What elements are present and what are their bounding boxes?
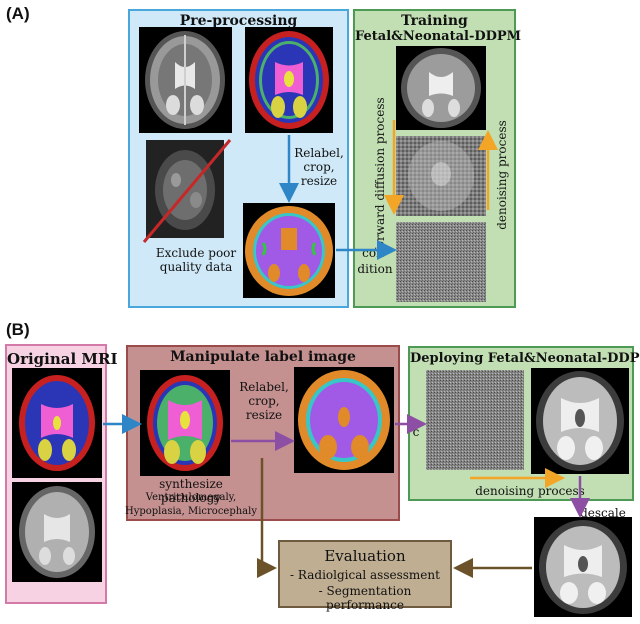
relabeled-pathology-graphic	[298, 370, 390, 470]
manipulate-relabel-line3: resize	[245, 408, 283, 422]
original-mri-image	[12, 482, 102, 582]
evaluation-box: Evaluation - Radiolgical assessment - Se…	[278, 540, 452, 612]
panel-b-label: (B)	[6, 320, 30, 339]
relabel-label-line3: resize	[300, 174, 338, 188]
pure-noise-image	[396, 222, 486, 302]
relabeled-map-image	[243, 203, 335, 298]
partial-noise-graphic	[396, 136, 486, 216]
relabeled-map-graphic	[245, 206, 333, 296]
manipulate-relabel-line1: Relabel,	[239, 380, 289, 394]
deploying-denoising-label: denoising process	[475, 484, 585, 498]
relabel-label-line2: crop,	[303, 160, 335, 174]
deploy-noise-image	[426, 370, 524, 470]
panel-a-label: (A)	[6, 4, 30, 23]
relabeled-pathology-image	[294, 367, 394, 473]
denoising-label-vertical: denoising process	[495, 120, 509, 230]
forward-diffusion-label: forward diffusion process	[373, 97, 387, 253]
evaluation-item-1: - Radiolgical assessment	[290, 568, 440, 582]
manipulate-title: Manipulate label image	[170, 349, 356, 365]
partially-noised-image	[396, 136, 486, 216]
evaluation-title: Evaluation	[324, 547, 406, 565]
exclude-label-line2: quality data	[159, 260, 233, 274]
exclude-label-line1: Exclude poor	[155, 246, 237, 260]
original-mri-graphic	[19, 486, 95, 578]
pathology-label-graphic	[147, 375, 223, 471]
original-mri-title: Original MRI	[7, 350, 118, 368]
preprocessing-title: Pre-processing	[179, 13, 298, 29]
c-label: c	[412, 425, 420, 439]
manipulate-relabel-line2: crop,	[248, 394, 280, 408]
pure-noise-graphic	[396, 222, 486, 302]
original-label-graphic	[19, 375, 95, 471]
exclude-cross-icon	[142, 139, 232, 243]
mri-grayscale-image	[139, 27, 232, 133]
training-subtitle: Fetal&Neonatal-DDPM	[355, 29, 522, 44]
original-label-image	[12, 368, 102, 478]
descaled-mri-image	[534, 517, 632, 617]
training-title: Training	[401, 13, 468, 29]
training-mri-graphic	[401, 48, 481, 128]
label-map-image	[245, 27, 333, 133]
relabel-label-line1: Relabel,	[294, 146, 344, 160]
deploying-title: Deploying Fetal&Neonatal-DDPM	[410, 351, 640, 366]
pathology-list-line1: Ventriculomegaly,	[145, 492, 237, 503]
deploy-noise-graphic	[426, 370, 524, 470]
synthesize-pathology-label: synthesize pathology	[159, 477, 223, 505]
training-mri-image	[396, 46, 486, 130]
evaluation-item-2: - Segmentation performance	[318, 584, 412, 612]
generated-mri-image	[531, 368, 629, 474]
pathology-label-image	[140, 370, 230, 476]
condition-label-line1: con-	[362, 246, 388, 260]
label-map-graphic	[249, 31, 329, 129]
condition-label-line2: dition	[357, 262, 393, 276]
pathology-list-line2: Hypoplasia, Microcephaly	[124, 506, 257, 517]
descale-label: descale	[580, 506, 626, 520]
brain-mri-graphic	[145, 31, 225, 129]
generated-mri-graphic	[536, 371, 624, 471]
descaled-mri-graphic	[539, 520, 627, 614]
